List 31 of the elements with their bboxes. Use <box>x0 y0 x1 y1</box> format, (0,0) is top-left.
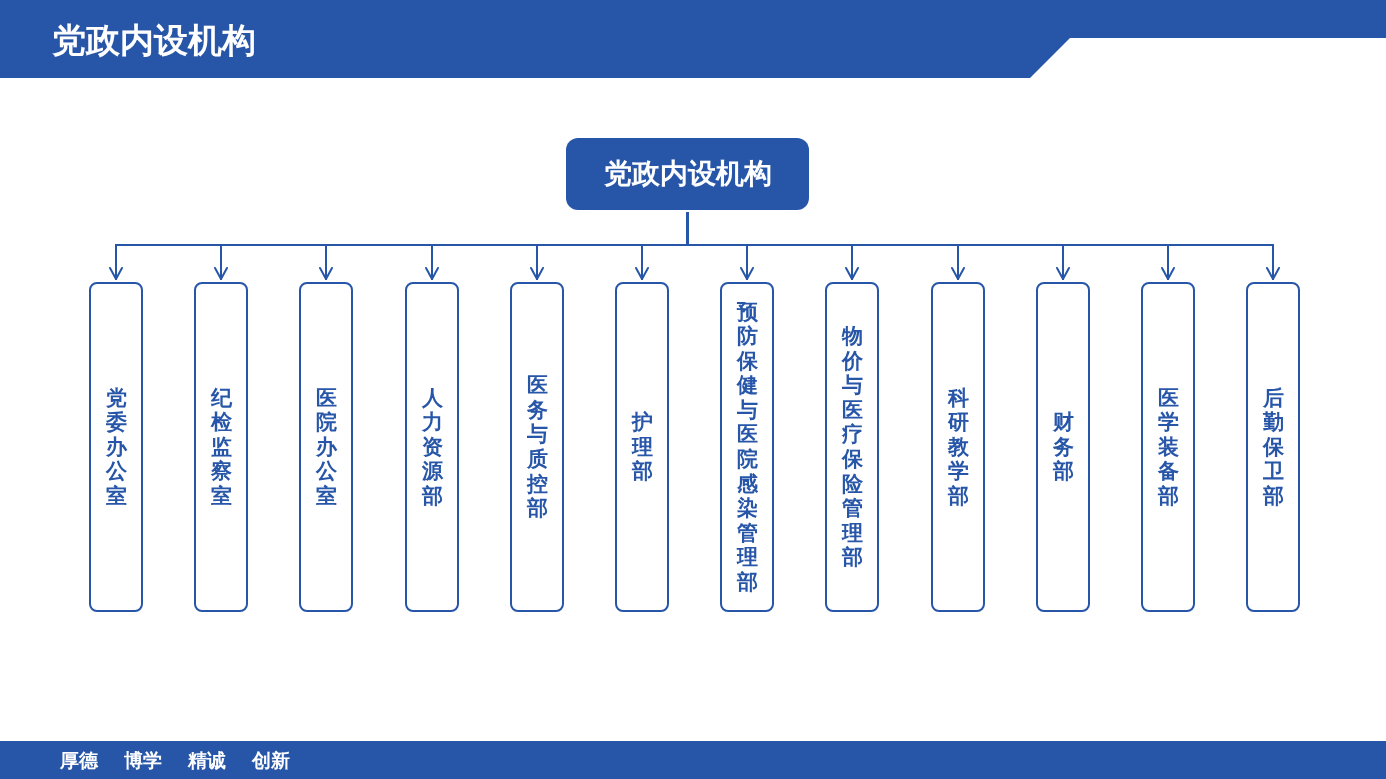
department-box <box>1141 282 1195 612</box>
department-box <box>931 282 985 612</box>
root-label: 党政内设机构 <box>603 157 772 191</box>
department-box <box>299 282 353 612</box>
motto-text: 厚德 <box>60 748 98 772</box>
department-label: 物价与医疗保险管理部 <box>841 324 863 570</box>
department-box <box>615 282 669 612</box>
motto-text: 精诚 <box>188 748 226 772</box>
department-label: 党委办公室 <box>105 385 127 509</box>
department-label: 后勤保卫部 <box>1262 385 1284 509</box>
department-label: 财务部 <box>1052 410 1074 484</box>
department-box <box>89 282 143 612</box>
department-box <box>1246 282 1300 612</box>
department-label: 纪检监察室 <box>210 385 232 509</box>
department-label: 预防保健与医院感染管理部 <box>736 299 758 595</box>
department-box <box>1036 282 1090 612</box>
root-box <box>566 138 809 210</box>
department-box <box>720 282 774 612</box>
department-label: 人力资源部 <box>421 385 443 509</box>
department-label: 医院办公室 <box>315 385 337 509</box>
department-label: 护理部 <box>631 410 653 484</box>
motto-text: 博学 <box>124 748 162 772</box>
department-box <box>825 282 879 612</box>
department-box <box>510 282 564 612</box>
department-label: 科研教学部 <box>947 385 969 509</box>
motto-text: 创新 <box>252 748 290 772</box>
page-title: 党政内设机构 <box>52 20 256 61</box>
department-label: 医务与质控部 <box>526 373 548 521</box>
department-box <box>405 282 459 612</box>
department-label: 医学装备部 <box>1157 385 1179 509</box>
department-box <box>194 282 248 612</box>
